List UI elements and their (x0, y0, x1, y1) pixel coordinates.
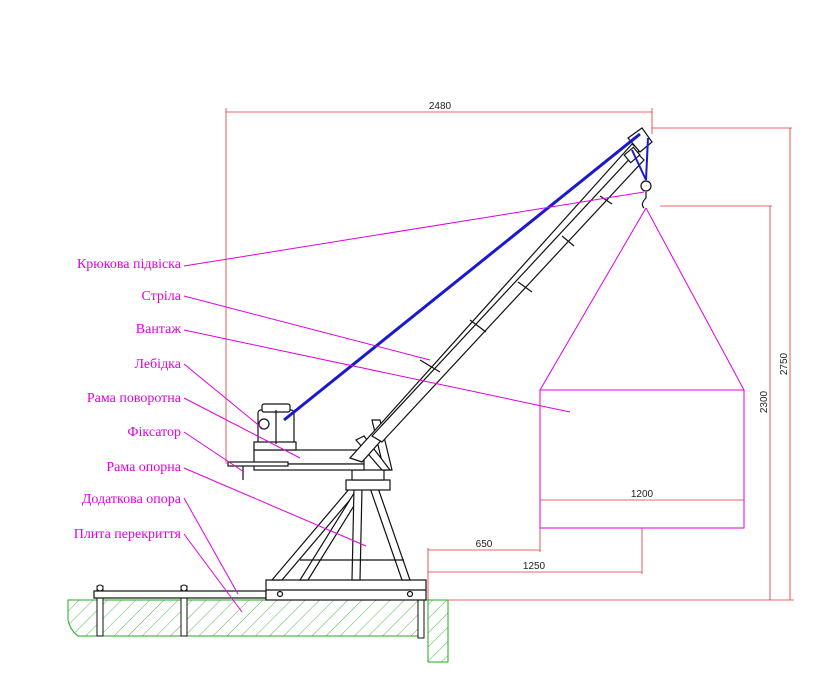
dim-total-height: 2750 (779, 352, 790, 375)
leader-lines (183, 191, 645, 613)
dim-min-reach: 650 (476, 539, 493, 550)
label-lock: Фіксатор (127, 425, 181, 440)
hook (640, 180, 652, 209)
label-support-frame: Рама опорна (106, 460, 181, 475)
dim-total-width: 2480 (429, 101, 452, 112)
floor-slab (67, 599, 449, 663)
load (539, 207, 745, 529)
label-boom: Стріла (141, 289, 181, 304)
winch (253, 403, 297, 451)
boom (348, 127, 653, 463)
label-extra-support: Додаткова опора (82, 492, 182, 507)
label-hook: Крюкова підвіска (77, 257, 182, 272)
slewing-frame (227, 419, 393, 480)
dim-max-reach: 1250 (523, 561, 546, 572)
support-frame (265, 469, 427, 601)
label-slewing-frame: Рама поворотна (87, 391, 182, 406)
label-slab: Плита перекриття (74, 527, 182, 542)
label-load: Вантаж (136, 322, 182, 337)
extra-support-beam (93, 590, 267, 599)
dim-load-width: 1200 (631, 489, 654, 500)
dimensions (225, 108, 794, 601)
cable (283, 132, 649, 422)
label-winch: Лебідка (134, 357, 181, 372)
dim-hook-height: 2300 (759, 390, 770, 413)
